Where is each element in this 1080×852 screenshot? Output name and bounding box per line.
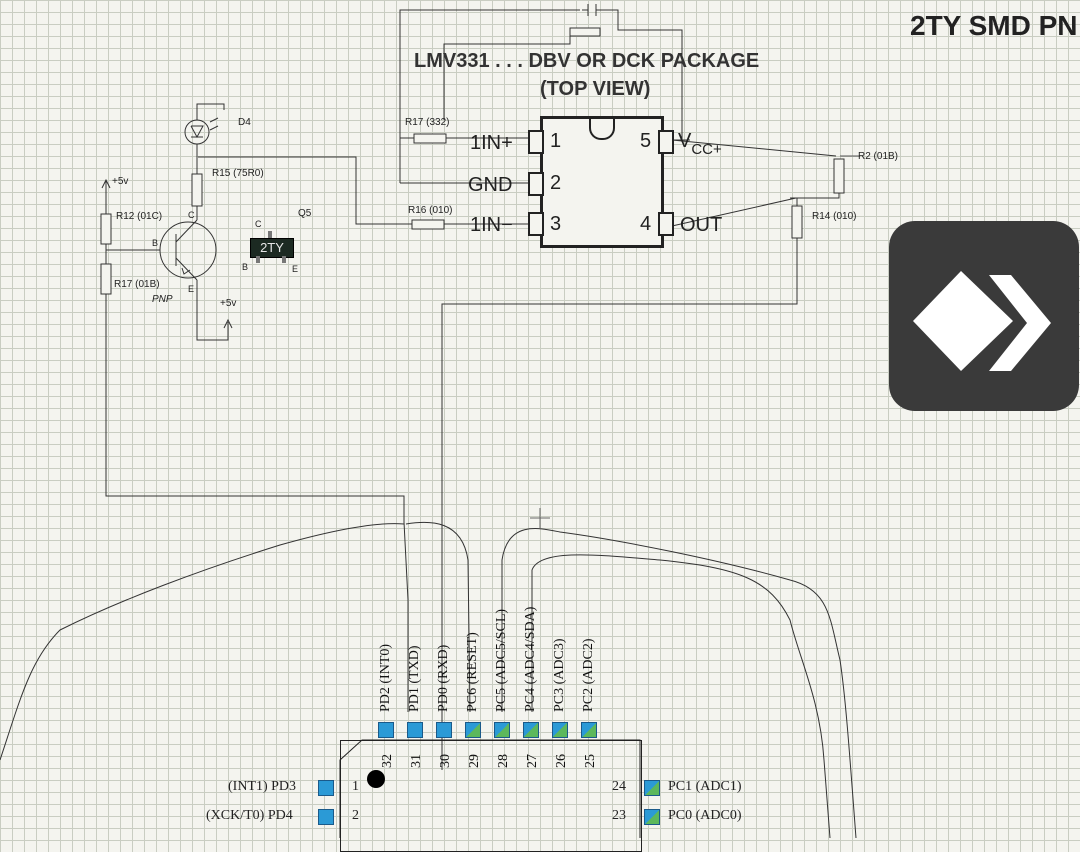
label-vcc-bottom: +5v [220,298,237,309]
mcu-pin-label-27: PC4 (ADC4/SDA) [523,606,538,712]
mcu-pin-label-29: PC6 (RESET) [465,632,480,712]
mcu-pin-num-24: 24 [612,779,626,794]
mcu-pin-26 [552,722,568,738]
mcu-pin-num-1: 1 [352,779,359,794]
mcu-pin-num-23: 23 [612,808,626,823]
mcu-pin-num-2: 2 [352,808,359,823]
mcu-pin-label-2: (XCK/T0) PD4 [206,808,293,823]
ic-pin-4 [658,212,674,236]
mcu-pin-num-29: 29 [467,754,482,768]
ic-pin-num-1: 1 [550,130,562,152]
label-vcc-top: +5v [112,176,129,187]
ic-body [540,116,664,248]
mcu-pin-label-24: PC1 (ADC1) [668,779,742,794]
mcu-pin-label-28: PC5 (ADC5/SCL) [494,608,509,712]
mcu-pin-num-32: 32 [380,754,395,768]
transistor-pin-e: E [188,284,195,294]
ic-pin-3 [528,212,544,236]
mcu-pin-num-25: 25 [583,754,598,768]
mcu-pin-30 [436,722,452,738]
sot-label-b: B [242,262,249,272]
ic-pin-2 [528,172,544,196]
anydesk-icon [913,271,1051,371]
mcu-pin-29 [465,722,481,738]
mcu-pin-24 [644,780,660,796]
ic-pin-name-vcc-main: V [678,130,692,152]
mcu-pin-num-30: 30 [438,754,453,768]
mcu-pin-label-1: (INT1) PD3 [228,779,297,794]
label-pnp: PNP [152,294,173,305]
label-r17-left: R17 (01B) [114,279,160,290]
mcu-pin-label-30: PD0 (RXD) [436,644,451,712]
sot-label-c: C [255,219,262,229]
mcu-pin-25 [581,722,597,738]
mcu-pin-num-26: 26 [554,754,569,768]
ic-subtitle: (TOP VIEW) [540,78,651,100]
mcu-pin-num-28: 28 [496,754,511,768]
label-r15: R15 (75R0) [212,168,264,179]
label-r12: R12 (01C) [116,211,163,222]
sot-label-e: E [292,264,299,274]
transistor-pin-c: C [188,210,195,220]
ic-pin-1 [528,130,544,154]
mcu-pin-num-27: 27 [525,754,540,768]
ic-pin-num-4: 4 [640,213,652,235]
ic-pin-num-2: 2 [550,172,562,194]
mcu-pin-32 [378,722,394,738]
ic-pin-name-1in-plus: 1IN+ [470,132,513,154]
sot-lead-e [282,256,286,263]
label-r14: R14 (010) [812,211,857,222]
ic-pin-num-3: 3 [550,213,562,235]
transistor-pin-b: B [152,238,159,248]
mcu-pin-27 [523,722,539,738]
mcu-pin-2 [318,809,334,825]
mcu-pin-label-31: PD1 (TXD) [407,645,422,713]
mcu-pin-label-32: PD2 (INT0) [378,643,393,712]
sot-package: 2TY [250,238,294,258]
ic-title: LMV331 . . . DBV OR DCK PACKAGE [414,50,760,72]
mcu-pin-label-26: PC3 (ADC3) [552,638,567,712]
ic-notch [589,116,615,140]
mcu-pin-1 [318,780,334,796]
ic-pin-name-vcc: VCC+ [678,130,722,158]
ic-pin-name-gnd: GND [468,174,513,196]
ic-pin-name-1in-minus: 1IN− [470,214,513,236]
label-q5: Q5 [298,208,312,219]
sot-lead-b [256,256,260,263]
mcu-pin-num-31: 31 [409,754,424,768]
ic-pin-num-5: 5 [640,130,652,152]
label-r16: R16 (010) [408,205,453,216]
label-d4: D4 [238,117,251,128]
sot-package-marking: 2TY [260,240,284,255]
overlay-app-button[interactable] [889,221,1079,411]
label-r2: R2 (01B) [858,151,899,162]
pin1-marker [367,770,385,788]
mcu-pin-label-25: PC2 (ADC2) [581,638,596,712]
corner-title: 2TY SMD PN [910,10,1078,41]
sot-lead-c [268,231,272,238]
label-r17-top: R17 (332) [405,117,450,128]
mcu-pin-23 [644,809,660,825]
mcu-pin-label-23: PC0 (ADC0) [668,808,742,823]
ic-pin-name-vcc-sub: CC+ [691,141,722,158]
mcu-pin-28 [494,722,510,738]
mcu-pin-31 [407,722,423,738]
ic-pin-name-out: OUT [680,214,723,236]
ic-pin-5 [658,130,674,154]
